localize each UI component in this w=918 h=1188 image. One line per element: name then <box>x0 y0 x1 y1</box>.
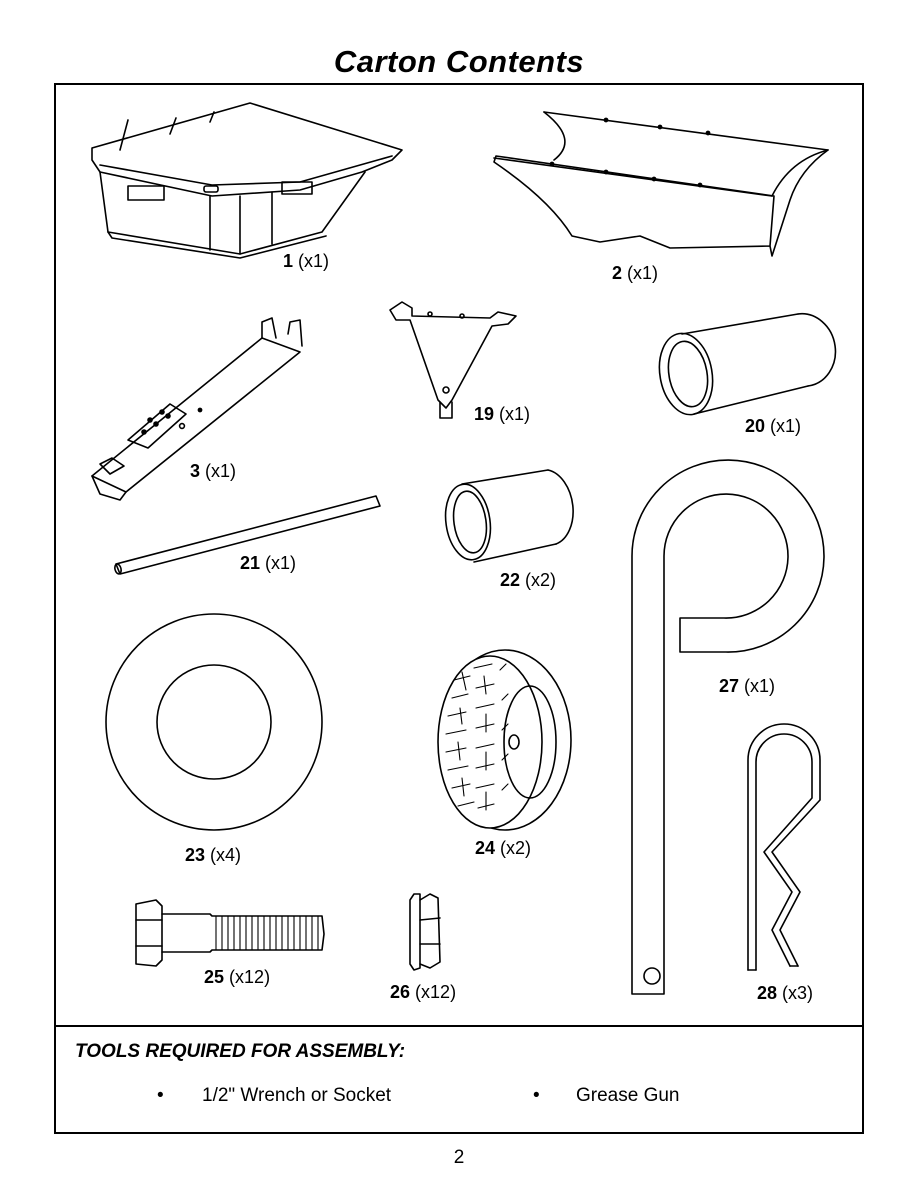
part-number: 23 <box>185 845 206 865</box>
part-number: 2 <box>612 263 623 283</box>
tools-divider <box>54 1025 864 1027</box>
part-label-22: 22 (x2) <box>500 570 556 591</box>
mount-bracket-icon <box>389 301 517 419</box>
tool-bullet: • <box>533 1085 540 1106</box>
part-number: 27 <box>719 676 740 696</box>
hitch-pin-clip-icon <box>747 723 821 971</box>
tool-bullet: • <box>157 1085 164 1106</box>
spreader-plate-icon <box>493 111 829 257</box>
hex-bolt-icon <box>135 899 325 967</box>
part-label-19: 19 (x1) <box>474 404 530 425</box>
part-number: 21 <box>240 553 261 573</box>
part-quantity: (x2) <box>500 838 532 858</box>
part-quantity: (x2) <box>525 570 557 590</box>
part-quantity: (x12) <box>415 982 457 1002</box>
part-label-20: 20 (x1) <box>745 416 801 437</box>
part-quantity: (x1) <box>627 263 659 283</box>
part-quantity: (x1) <box>499 404 531 424</box>
part-quantity: (x1) <box>770 416 802 436</box>
part-label-23: 23 (x4) <box>185 845 241 866</box>
tools-heading: TOOLS REQUIRED FOR ASSEMBLY: <box>75 1041 406 1062</box>
part-label-24: 24 (x2) <box>475 838 531 859</box>
part-number: 25 <box>204 967 225 987</box>
tool-item-wrench: 1/2" Wrench or Socket <box>202 1085 392 1106</box>
page-number: 2 <box>453 1147 465 1168</box>
axle-rod-icon <box>114 495 381 575</box>
part-label-3: 3 (x1) <box>190 461 236 482</box>
part-number: 3 <box>190 461 201 481</box>
part-quantity: (x3) <box>782 983 814 1003</box>
contents-frame <box>54 83 864 1134</box>
part-number: 19 <box>474 404 495 424</box>
part-label-28: 28 (x3) <box>757 983 813 1004</box>
short-spacer-icon <box>444 469 574 563</box>
part-quantity: (x4) <box>210 845 242 865</box>
flat-washer-icon <box>105 613 323 831</box>
tool-item-grease-gun: Grease Gun <box>576 1085 680 1106</box>
tow-hook-icon <box>631 459 825 995</box>
part-number: 1 <box>283 251 294 271</box>
part-quantity: (x1) <box>265 553 297 573</box>
flange-nut-icon <box>409 893 441 971</box>
frame-channel-icon <box>91 317 303 501</box>
part-label-1: 1 (x1) <box>283 251 329 272</box>
part-quantity: (x1) <box>298 251 330 271</box>
part-number: 22 <box>500 570 521 590</box>
part-number: 28 <box>757 983 778 1003</box>
part-label-25: 25 (x12) <box>204 967 270 988</box>
part-label-26: 26 (x12) <box>390 982 456 1003</box>
part-label-21: 21 (x1) <box>240 553 296 574</box>
part-quantity: (x1) <box>744 676 776 696</box>
wheel-tire-icon <box>437 649 572 831</box>
part-label-2: 2 (x1) <box>612 263 658 284</box>
hopper-tub-icon <box>91 102 403 259</box>
part-number: 24 <box>475 838 496 858</box>
part-label-27: 27 (x1) <box>719 676 775 697</box>
page-title: Carton Contents <box>333 44 585 79</box>
part-quantity: (x12) <box>229 967 271 987</box>
part-number: 26 <box>390 982 411 1002</box>
part-quantity: (x1) <box>205 461 237 481</box>
long-spacer-icon <box>658 312 837 416</box>
part-number: 20 <box>745 416 766 436</box>
